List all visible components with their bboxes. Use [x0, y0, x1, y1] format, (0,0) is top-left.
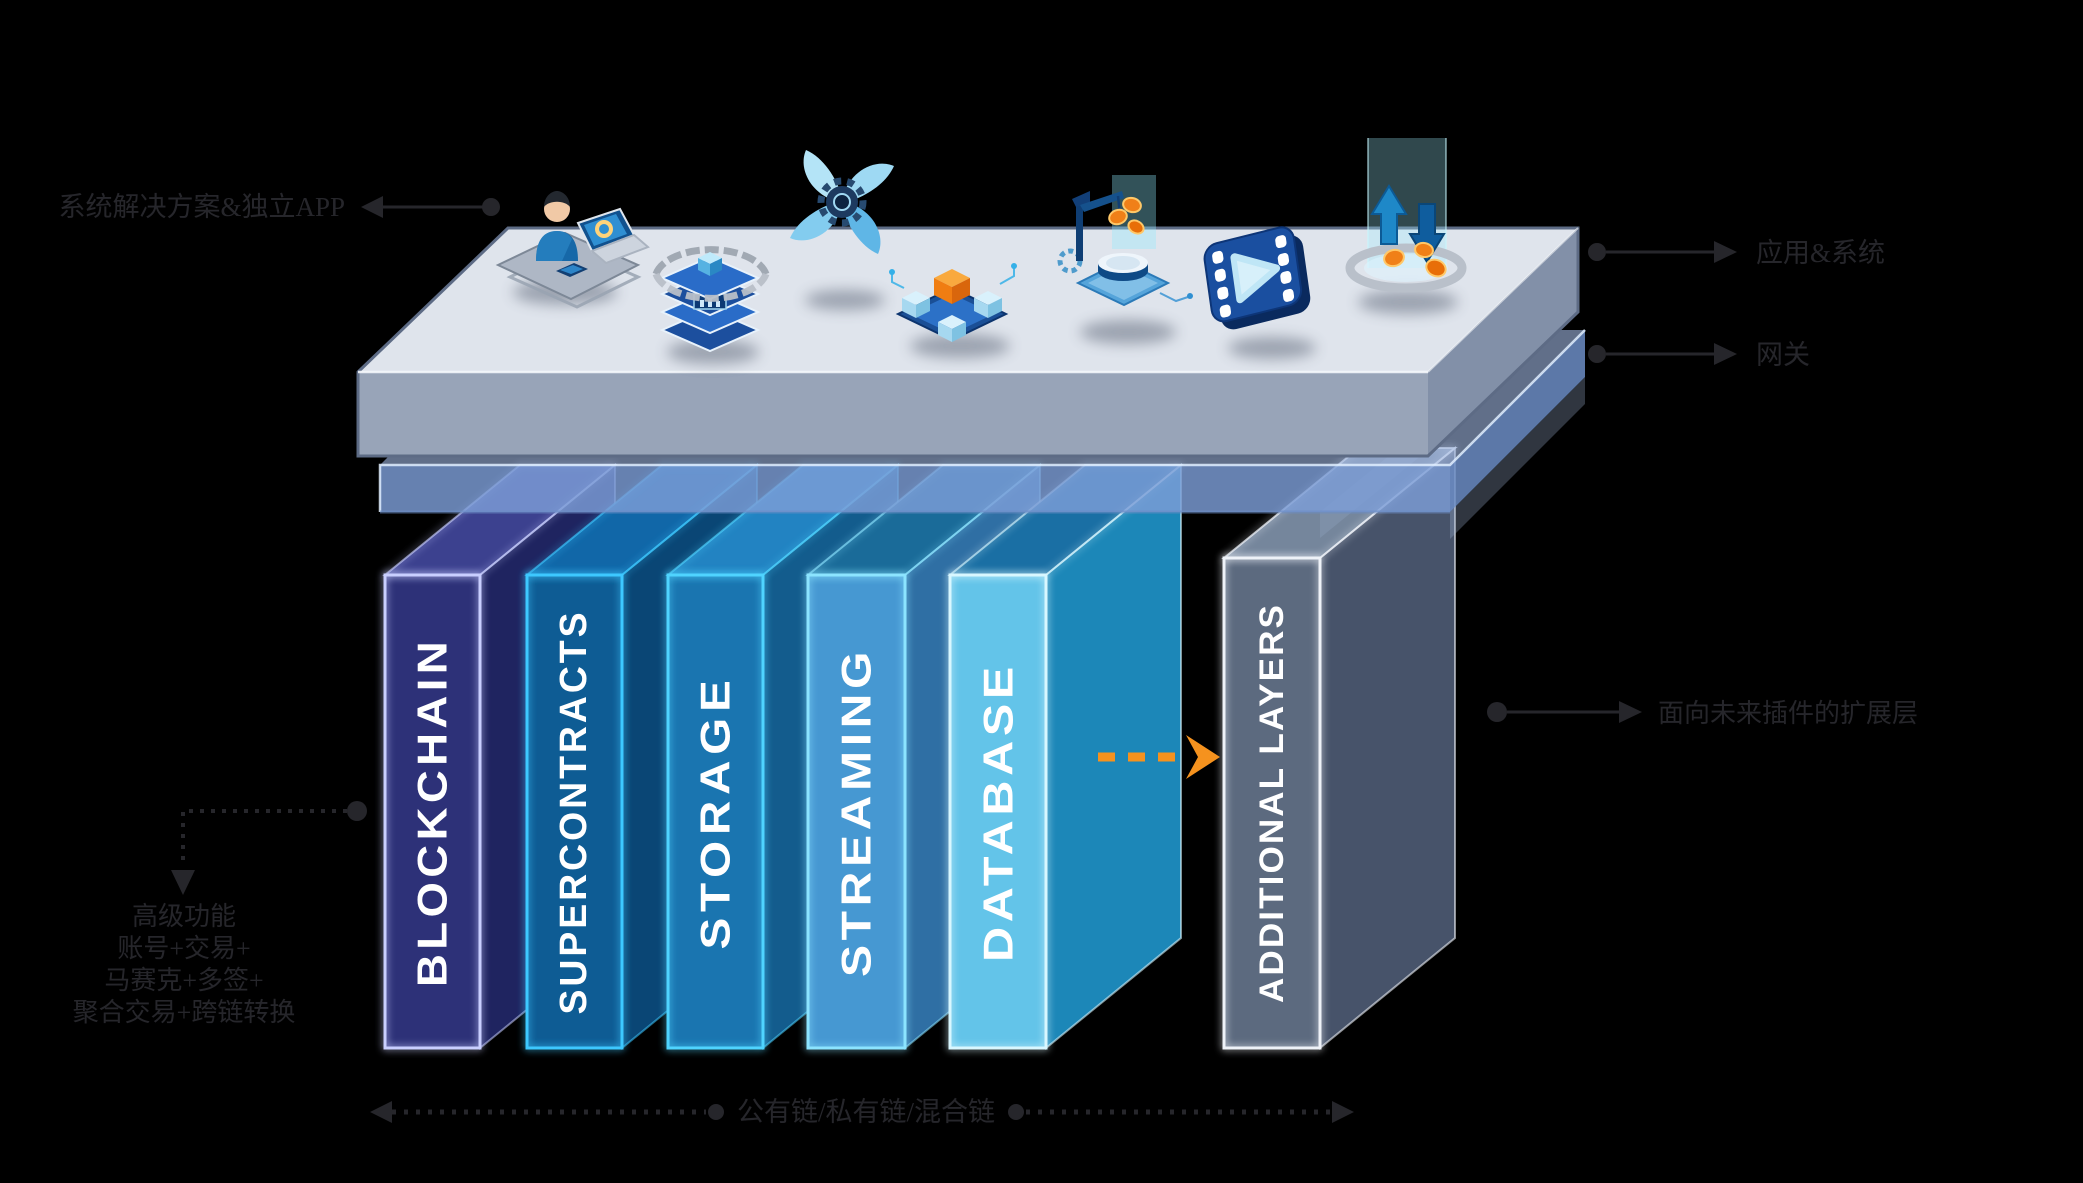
pillar-label-blockchain: BLOCKCHAIN [409, 637, 456, 987]
advanced-line-1: 高级功能 [132, 902, 236, 931]
media-player-icon [1203, 226, 1311, 330]
pillar-label-additional-layers: ADDITIONAL LAYERS [1253, 603, 1291, 1003]
advanced-line-3: 马赛克+多签+ [104, 966, 263, 995]
gateway-arrowhead [1714, 343, 1737, 365]
advanced-connector [181, 809, 347, 866]
glass-beam [1450, 377, 1585, 539]
chain-dot-right [1008, 1104, 1024, 1120]
chain-dot-left [708, 1104, 724, 1120]
annotation-solutions: 系统解决方案&独立APP [58, 192, 500, 222]
chain-arrowhead-right [1332, 1101, 1354, 1123]
extension-arrowhead [1619, 701, 1642, 723]
annotation-app-system: 应用&系统 [1588, 238, 1885, 268]
turbine-drone-icon [790, 150, 894, 254]
gateway-label: 网关 [1756, 340, 1810, 370]
solutions-dot [482, 198, 500, 216]
plugin-flow-arrow [1098, 735, 1220, 779]
extension-label: 面向未来插件的扩展层 [1658, 699, 1918, 728]
crane-coins-icon [1057, 175, 1193, 307]
pillar-database: DATABASE [947, 462, 1184, 1051]
chain-types-label: 公有链/私有链/混合链 [737, 1097, 995, 1127]
app-system-dot [1588, 243, 1606, 261]
annotation-advanced-features: 高级功能 账号+交易+ 马赛克+多签+ 聚合交易+跨链转换 [73, 801, 367, 1027]
plugin-flow-arrowhead [1186, 735, 1220, 779]
advanced-line-4: 聚合交易+跨链转换 [73, 998, 296, 1027]
advanced-arrowhead [171, 870, 195, 895]
app-system-label: 应用&系统 [1756, 238, 1885, 268]
app-system-arrowhead [1714, 241, 1737, 263]
cube-network-icon [889, 263, 1017, 342]
server-stack-icon [652, 246, 770, 353]
solutions-label: 系统解决方案&独立APP [58, 192, 345, 222]
advanced-line-2: 账号+交易+ [117, 934, 250, 963]
solutions-arrowhead [361, 196, 383, 218]
developer-workstation-icon [495, 191, 650, 309]
annotation-chain-types: 公有链/私有链/混合链 [370, 1097, 1354, 1127]
pillar-label-streaming: STREAMING [833, 647, 880, 977]
gateway-dot [1588, 345, 1606, 363]
pillar-label-supercontracts: SUPERCONTRACTS [553, 610, 595, 1015]
advanced-dot [347, 801, 367, 821]
pillar-additional-layers: ADDITIONAL LAYERS [1221, 445, 1458, 1051]
pillar-label-database: DATABASE [975, 662, 1022, 962]
annotation-gateway: 网关 [1588, 340, 1810, 370]
chain-arrowhead-left [370, 1101, 392, 1123]
exchange-portal-icon [1345, 138, 1467, 293]
pillar-label-storage: STORAGE [692, 675, 739, 950]
orange-cube [934, 269, 970, 304]
extension-dot [1487, 702, 1507, 722]
annotation-extension-layer: 面向未来插件的扩展层 [1487, 699, 1918, 728]
